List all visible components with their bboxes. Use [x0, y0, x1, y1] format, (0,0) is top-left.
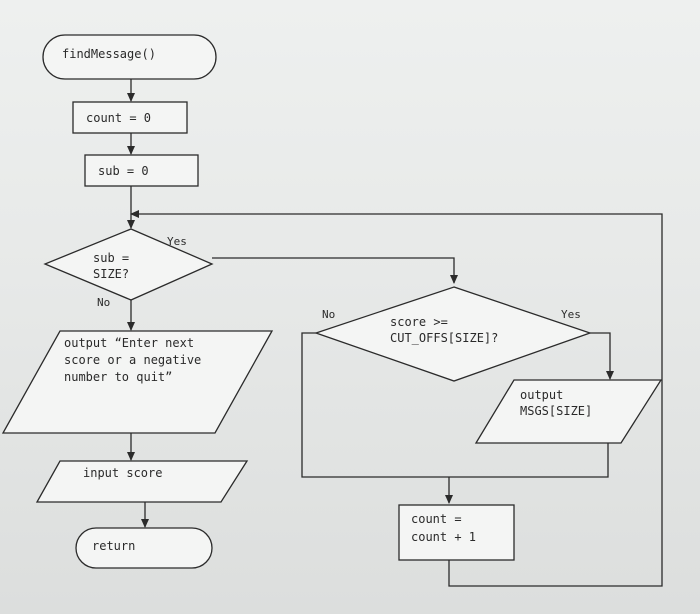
return-terminator: return	[75, 527, 213, 569]
start-label: findMessage()	[62, 47, 156, 61]
sub-init-label: sub = 0	[98, 164, 149, 178]
input-score-io: input score	[35, 460, 249, 503]
msgs-line-2: MSGS[SIZE]	[520, 404, 592, 418]
prompt-line-2: score or a negative	[64, 353, 201, 367]
arrow-decision-yes-to-score	[212, 257, 458, 284]
count-init-label: count = 0	[86, 111, 151, 125]
line-score-no-merge	[301, 332, 454, 478]
score-cutoff-line-1: score >=	[390, 315, 448, 329]
input-score-label: input score	[83, 466, 162, 480]
score-cutoff-decision: score >= CUT_OFFS[SIZE]? No Yes	[313, 286, 592, 382]
start-terminator: findMessage()	[42, 34, 217, 80]
count-inc-line-1: count =	[411, 512, 462, 526]
connectors	[127, 79, 663, 587]
score-cutoff-no-label: No	[322, 308, 335, 321]
arrow-score-yes-to-msgs	[590, 332, 614, 380]
sub-size-line-1: sub =	[93, 251, 129, 265]
count-inc-line-2: count + 1	[411, 530, 476, 544]
score-cutoff-line-2: CUT_OFFS[SIZE]?	[390, 331, 498, 345]
sub-size-yes-label: Yes	[167, 235, 187, 248]
count-init-process: count = 0	[72, 101, 188, 134]
prompt-output-io: output “Enter next score or a negative n…	[1, 330, 274, 434]
sub-init-process: sub = 0	[84, 154, 199, 187]
return-label: return	[92, 539, 135, 553]
msgs-output-io: output MSGS[SIZE]	[474, 379, 663, 444]
prompt-line-1: output “Enter next	[64, 336, 194, 350]
sub-size-decision: sub = SIZE? Yes No	[43, 228, 214, 309]
score-cutoff-yes-label: Yes	[561, 308, 581, 321]
line-msgs-merge	[454, 443, 609, 478]
prompt-line-3: number to quit”	[64, 370, 172, 384]
sub-size-no-label: No	[97, 296, 110, 309]
arrow-loop-back	[130, 210, 663, 587]
sub-size-line-2: SIZE?	[93, 267, 129, 281]
msgs-line-1: output	[520, 388, 563, 402]
count-increment-process: count = count + 1	[398, 504, 515, 561]
